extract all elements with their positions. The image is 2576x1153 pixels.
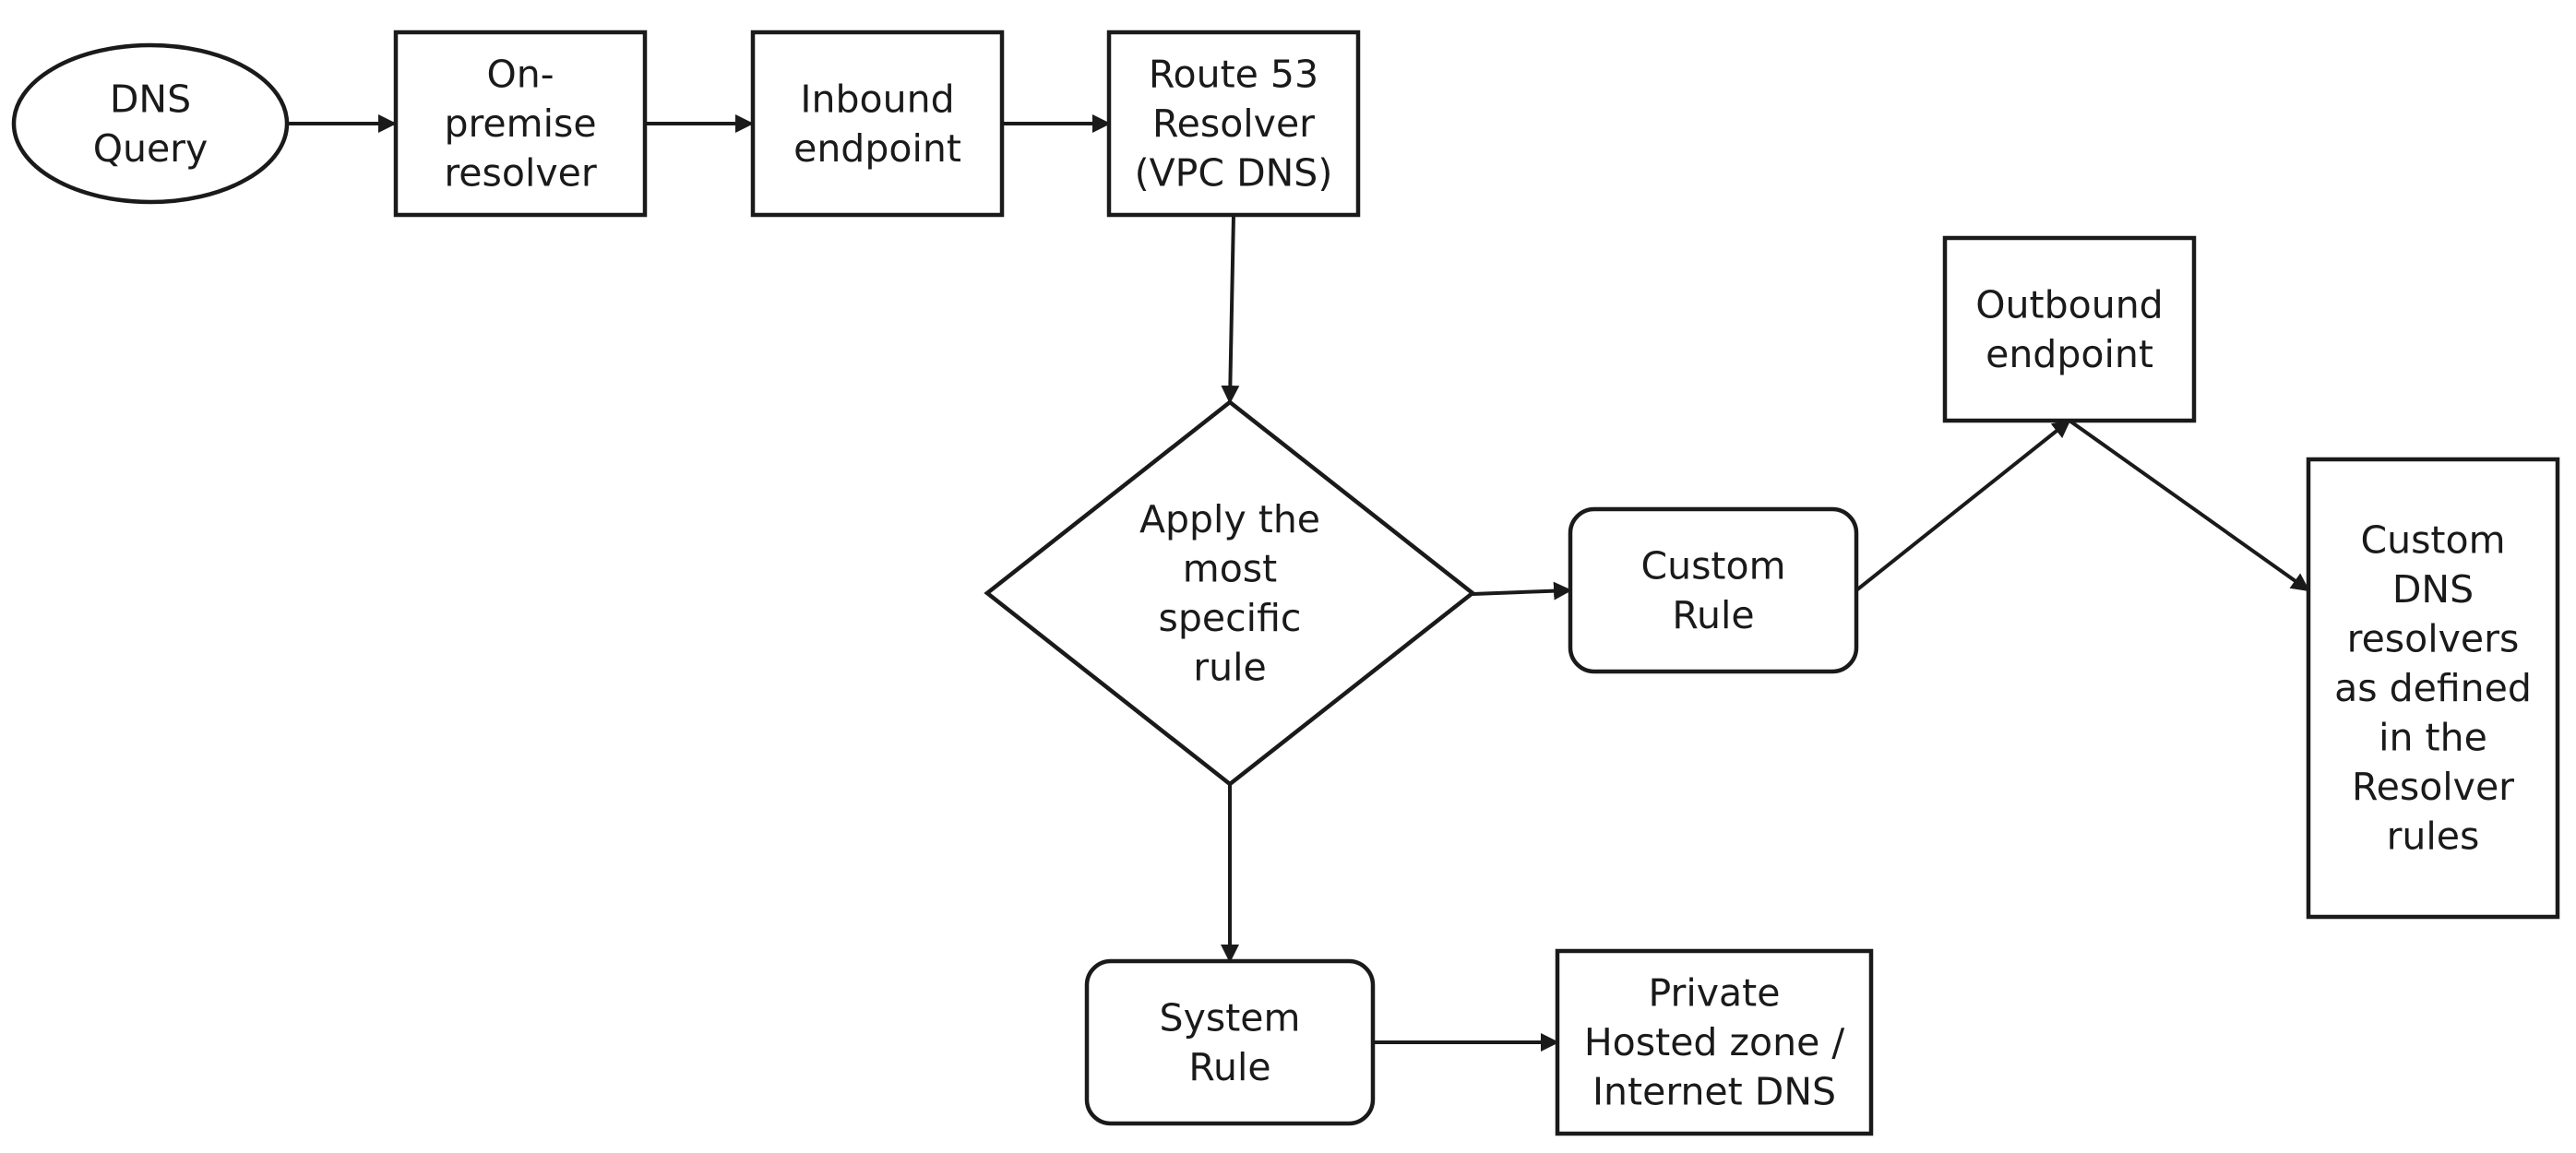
custom-dns-resolvers-label-line: Custom xyxy=(2360,518,2505,563)
apply-rule-label-line: Apply the xyxy=(1139,497,1320,541)
apply-rule-label-line: specific xyxy=(1159,596,1302,640)
route53-resolver-shape xyxy=(1106,30,1361,218)
node-outbound-endpoint: Outbound endpoint xyxy=(1942,235,2197,423)
outbound-endpoint-label-line: endpoint xyxy=(1986,332,2153,376)
dns-query-label-line: Query xyxy=(93,126,209,171)
custom-dns-resolvers-label-line: as defined xyxy=(2334,666,2532,710)
custom-dns-resolvers-label-line: rules xyxy=(2387,814,2480,859)
custom-dns-resolvers-label-line: in the xyxy=(2379,716,2487,760)
on-premise-resolver-label-line: premise xyxy=(444,101,596,146)
route53-resolver-label-line: (VPC DNS) xyxy=(1135,151,1333,196)
arrow-custom-rule-to-outbound-endpoint xyxy=(1854,419,2071,592)
dns-query-shape xyxy=(11,42,290,205)
private-hosted-zone-shape xyxy=(1555,948,1874,1136)
arrow-apply-rule-to-custom-rule xyxy=(1472,581,1572,600)
inbound-endpoint-label-line: Inbound xyxy=(800,77,954,121)
apply-rule-label-line: rule xyxy=(1193,645,1266,689)
custom-dns-resolvers-label-line: Resolver xyxy=(2352,765,2514,809)
arrow-route53-resolver-to-apply-rule xyxy=(1221,214,1240,404)
arrow-outbound-endpoint-to-custom-dns-resolvers xyxy=(2068,419,2310,592)
private-hosted-zone-label-line: Hosted zone / xyxy=(1584,1020,1844,1064)
on-premise-resolver-label-line: On- xyxy=(486,53,554,97)
custom-rule-label-line: Custom xyxy=(1640,543,1785,588)
node-apply-rule: Apply the most specific rule xyxy=(984,399,1476,787)
connectors xyxy=(288,114,2310,1052)
system-rule-shape xyxy=(1084,958,1376,1126)
on-premise-resolver-shape xyxy=(393,30,648,218)
node-dns-query: DNS Query xyxy=(11,42,290,205)
dns-query-label-line: DNS xyxy=(110,77,191,121)
on-premise-resolver-label-line: resolver xyxy=(444,151,597,196)
inbound-endpoint-shape xyxy=(750,30,1005,218)
custom-rule-shape xyxy=(1568,506,1859,674)
node-on-premise-resolver: On-premise resolver xyxy=(393,30,648,218)
custom-dns-resolvers-shape xyxy=(2306,457,2560,920)
system-rule-label-line: System xyxy=(1160,995,1301,1040)
nodes: DNS Query On-premise resolver Inbound endpoin… xyxy=(11,30,2560,1136)
apply-rule-label-line: most xyxy=(1183,546,1277,590)
custom-rule-label-line: Rule xyxy=(1672,593,1754,637)
outbound-endpoint-shape xyxy=(1942,235,2197,423)
system-rule-label-line: Rule xyxy=(1188,1045,1270,1089)
node-inbound-endpoint: Inbound endpoint xyxy=(750,30,1005,218)
inbound-endpoint-label-line: endpoint xyxy=(793,126,961,171)
route53-resolver-label-line: Route 53 xyxy=(1149,53,1318,97)
route53-resolver-label-line: Resolver xyxy=(1152,101,1315,146)
custom-dns-resolvers-label-line: DNS xyxy=(2392,567,2474,612)
apply-rule-shape xyxy=(984,399,1476,787)
private-hosted-zone-label-line: Private xyxy=(1649,971,1781,1016)
outbound-endpoint-label-line: Outbound xyxy=(1975,282,2163,327)
private-hosted-zone-label-line: Internet DNS xyxy=(1592,1070,1836,1114)
custom-dns-resolvers-label-line: resolvers xyxy=(2347,617,2520,661)
